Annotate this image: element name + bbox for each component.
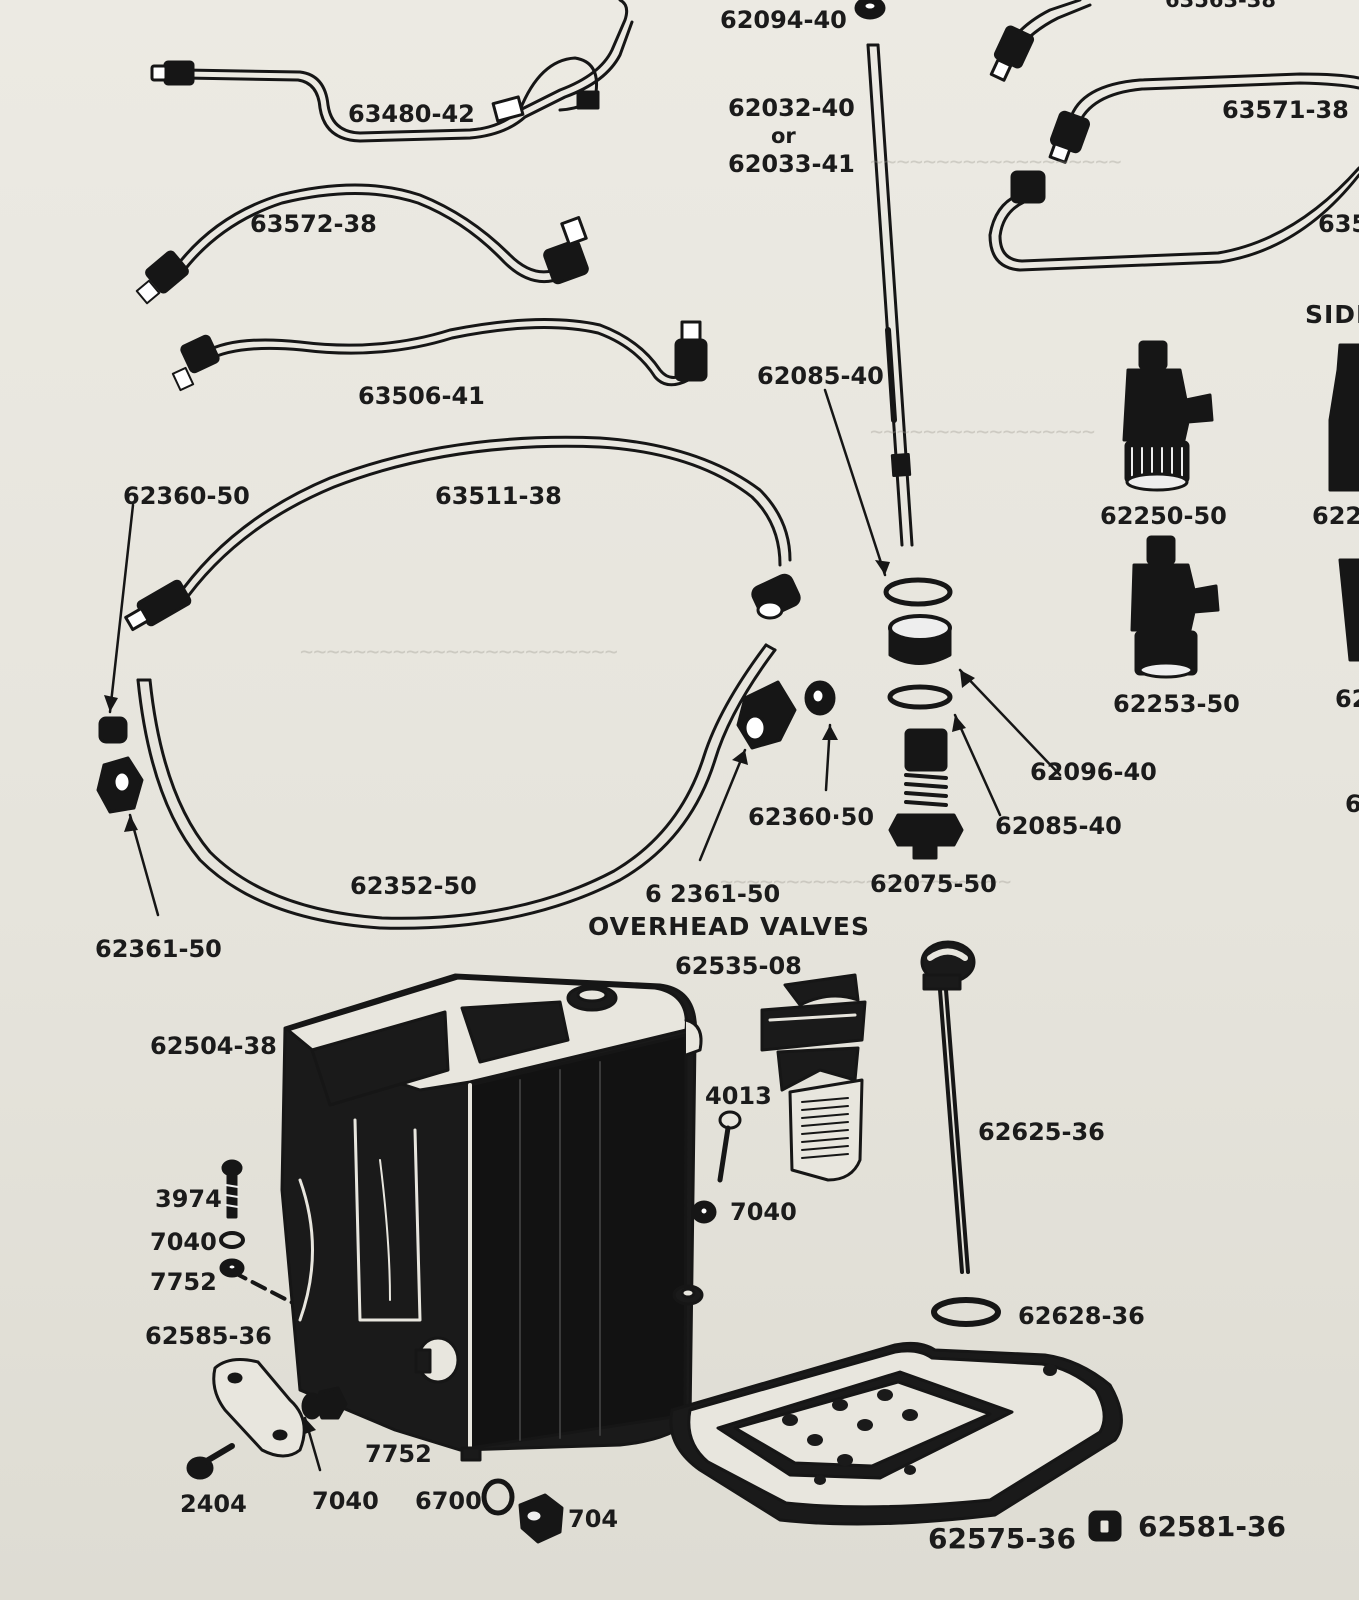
fitting-62253-50 [1130,535,1220,679]
washer-62094-40 [854,0,886,20]
label-63480-42: 63480-42 [348,100,475,128]
base-plate-62575-36 [669,1341,1123,1526]
section-title-overhead-valves: OVERHEAD VALVES [588,912,870,941]
label-7040-bottom: 7040 [312,1487,379,1515]
label-62575-36: 62575-36 [928,1522,1076,1555]
label-62361-50-left: 62361-50 [95,935,222,963]
washer-7040-right [691,1200,717,1224]
bleed-through-texture: ~~~~~~~~~~~~~~~~~~~ [870,150,1122,175]
label-7752-top: 7752 [150,1268,217,1296]
oil-line-63571-38 [1048,72,1359,164]
label-62361-50-center: 6 2361-50 [645,880,781,908]
label-62075-50: 62075-50 [870,870,997,898]
label-62625-36: 62625-36 [978,1118,1105,1146]
label-62360-50-left: 62360-50 [123,482,250,510]
label-7752-bottom: 7752 [365,1440,432,1468]
bushing-62096-40 [888,614,952,665]
label-62504-38: 62504-38 [150,1032,277,1060]
fitting-62361-50-left [96,756,144,814]
fitting-62250-50 [1122,340,1214,492]
label-6700: 6700 [415,1487,482,1515]
label-62581-36: 62581-36 [1138,1510,1286,1543]
bolt-2404 [186,1443,235,1480]
nut-7752-top [219,1258,245,1278]
oring-62085-40-top [883,577,953,607]
label-3974: 3974 [155,1185,222,1213]
label-7040-left: 7040 [150,1228,217,1256]
label-6-cut: 6 [1345,790,1359,818]
label-62250-50: 62250-50 [1100,502,1227,530]
label-62-cut: 62 [1335,685,1359,713]
gasket-62628-36 [931,1297,1001,1327]
oil-line-62352-50 [136,643,777,930]
label-635-cut: 635 [1318,210,1359,238]
bolt-4013 [717,1110,742,1183]
fitting-62361-50-right [736,680,797,750]
oil-line-63506-41 [171,318,708,392]
oil-line-63511-38 [124,435,801,632]
label-62094-40: 62094-40 [720,6,847,34]
label-63563-38: 63563-38 [1165,0,1276,12]
bleed-through-texture: ~~~~~~~~~~~~~~~~~ [870,420,1096,445]
label-63571-38: 63571-38 [1222,96,1349,124]
label-62628-36: 62628-36 [1018,1302,1145,1330]
fitting-62360-50-left [98,716,128,744]
leader-lines [108,388,1062,1472]
dipstick-62625-36 [920,940,976,1274]
bracket-62585-36 [212,1358,306,1458]
washer-7040-left [219,1231,245,1249]
label-63511-38: 63511-38 [435,482,562,510]
plug-704 [518,1493,564,1544]
oil-line-635-cut [988,166,1359,272]
oil-tank-62504-38 [280,973,704,1462]
block-62581-36 [1088,1510,1122,1542]
label-62253-50: 62253-50 [1113,690,1240,718]
label-62032-40: 62032-40 [728,94,855,122]
label-62535-08: 62535-08 [675,952,802,980]
transfer-62535-08 [760,973,867,1182]
nut-7752-bottom [314,1386,348,1420]
oil-line-63572-38 [135,183,589,305]
washer-6700 [481,1478,515,1516]
bolt-3974 [221,1159,243,1219]
label-4013: 4013 [705,1082,772,1110]
label-7040-right: 7040 [730,1198,797,1226]
fitting-62360-50-right [804,680,836,716]
oring-62085-40-bottom [887,684,953,710]
fitting-622-cut [1328,343,1359,662]
label-62033-41: 62033-41 [728,150,855,178]
oil-line-63480-42 [150,0,634,143]
label-62360-50-right: 62360·50 [748,803,875,831]
pushrod-62032-40 [866,43,914,547]
label-63572-38: 63572-38 [250,210,377,238]
bleed-through-texture: ~~~~~~~~~~~~~~~~~~~~~~~~ [300,640,618,665]
label-62585-36: 62585-36 [145,1322,272,1350]
label-62352-50: 62352-50 [350,872,477,900]
label-62085-40-bottom: 62085-40 [995,812,1122,840]
bleed-through-texture: ~~~~~~~~~~~~~~~~~~~~~~ [720,870,1012,895]
valve-62075-50 [888,728,964,860]
oil-line-63563-38 [989,0,1092,82]
label-63506-41: 63506-41 [358,382,485,410]
label-62085-40-top: 62085-40 [757,362,884,390]
label-704: 704 [568,1505,619,1533]
label-62096-40: 62096-40 [1030,758,1157,786]
section-title-side: SIDE [1305,300,1359,329]
label-622-cut: 622 [1312,502,1359,530]
label-or: or [771,124,796,148]
label-2404: 2404 [180,1490,247,1518]
